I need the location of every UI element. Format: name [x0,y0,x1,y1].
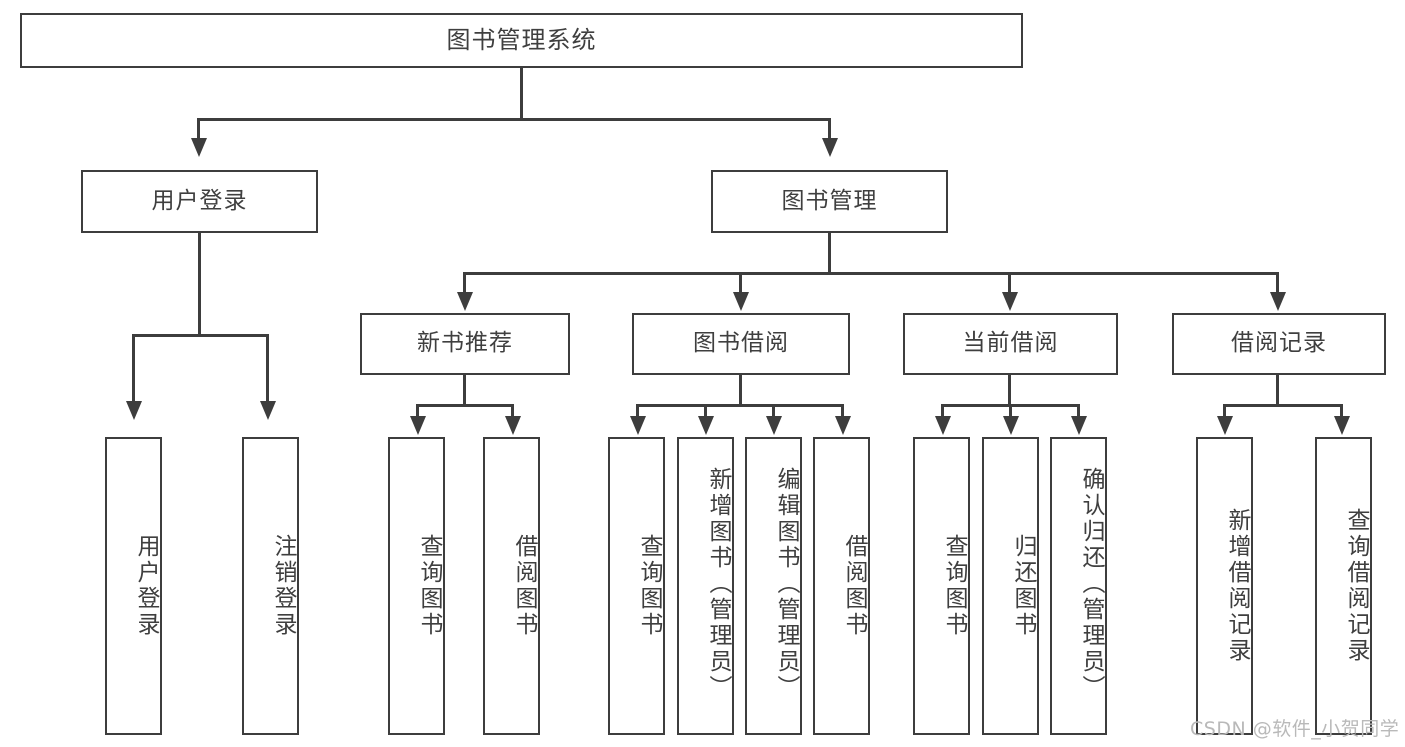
arrow-to-borrow-record [1270,292,1286,311]
watermark-text: CSDN @软件_小贺同学 [1190,718,1400,740]
arrow-to-leaf-query-book-1 [410,416,426,435]
leaf-add-book-admin[interactable]: 新增图书（管理员） [677,437,734,735]
arrow-to-leaf-return-book [1003,416,1019,435]
connector-borrow-record-drop-2 [1340,404,1343,418]
connector-current-borrow-drop-1 [941,404,944,418]
leaf-return-book[interactable]: 归还图书 [982,437,1039,735]
connector-book-borrow-drop-3 [772,404,775,418]
connector-borrow-record-drop-1 [1223,404,1226,418]
connector-borrow-record-stem [1276,375,1279,405]
connector-book-manage-stem [828,233,831,273]
arrow-to-book-borrow [733,292,749,311]
arrow-to-leaf-borrow-book-2 [835,416,851,435]
leaf-logout[interactable]: 注销登录 [242,437,299,735]
arrow-to-leaf-user-login [126,401,142,420]
connector-book-borrow-drop-1 [636,404,639,418]
leaf-query-book-current[interactable]: 查询图书 [913,437,970,735]
leaf-confirm-return-admin[interactable]: 确认归还（管理员） [1050,437,1107,735]
node-current-borrow[interactable]: 当前借阅 [903,313,1118,375]
arrow-to-leaf-logout [260,401,276,420]
arrow-to-leaf-query-book-2 [630,416,646,435]
arrow-to-book-manage [822,138,838,157]
connector-new-book-drop-1 [416,404,419,418]
node-new-book-recommend[interactable]: 新书推荐 [360,313,570,375]
connector-new-book-stem [463,375,466,405]
connector-user-login-drop-2 [266,334,269,402]
connector-new-book-bus [416,404,514,407]
arrow-to-user-login [191,138,207,157]
arrow-to-leaf-query-book-3 [935,416,951,435]
leaf-edit-book-admin[interactable]: 编辑图书（管理员） [745,437,802,735]
connector-root-bus [197,118,831,121]
connector-book-manage-drop-4 [1276,272,1279,293]
arrow-to-leaf-confirm-return [1071,416,1087,435]
node-book-borrow[interactable]: 图书借阅 [632,313,850,375]
arrow-to-leaf-add-record [1217,416,1233,435]
connector-root-stem [520,68,523,119]
arrow-to-leaf-add-book [698,416,714,435]
connector-root-drop-right [828,118,831,139]
connector-current-borrow-drop-3 [1077,404,1080,418]
connector-current-borrow-drop-2 [1009,404,1012,418]
leaf-borrow-book-borrow[interactable]: 借阅图书 [813,437,870,735]
node-borrow-record[interactable]: 借阅记录 [1172,313,1386,375]
arrow-to-current-borrow [1002,292,1018,311]
connector-user-login-bus [132,334,269,337]
connector-book-manage-bus [463,272,1279,275]
arrow-to-leaf-borrow-book-1 [505,416,521,435]
arrow-to-leaf-edit-book [766,416,782,435]
connector-book-borrow-drop-4 [841,404,844,418]
leaf-query-book-borrow[interactable]: 查询图书 [608,437,665,735]
leaf-borrow-book-new[interactable]: 借阅图书 [483,437,540,735]
connector-book-borrow-stem [739,375,742,405]
leaf-query-borrow-record[interactable]: 查询借阅记录 [1315,437,1372,735]
leaf-add-borrow-record[interactable]: 新增借阅记录 [1196,437,1253,735]
connector-user-login-stem [198,233,201,335]
connector-current-borrow-stem [1008,375,1011,405]
connector-book-borrow-bus [636,404,844,407]
connector-book-manage-drop-1 [463,272,466,293]
connector-borrow-record-bus [1223,404,1343,407]
connector-new-book-drop-2 [511,404,514,418]
connector-book-borrow-drop-2 [704,404,707,418]
node-book-manage[interactable]: 图书管理 [711,170,948,233]
connector-root-drop-left [197,118,200,139]
connector-book-manage-drop-2 [739,272,742,293]
leaf-query-book-new[interactable]: 查询图书 [388,437,445,735]
leaf-user-login[interactable]: 用户登录 [105,437,162,735]
arrow-to-leaf-query-record [1334,416,1350,435]
arrow-to-new-book [457,292,473,311]
node-user-login[interactable]: 用户登录 [81,170,318,233]
node-root-system[interactable]: 图书管理系统 [20,13,1023,68]
connector-user-login-drop-1 [132,334,135,402]
connector-book-manage-drop-3 [1008,272,1011,293]
